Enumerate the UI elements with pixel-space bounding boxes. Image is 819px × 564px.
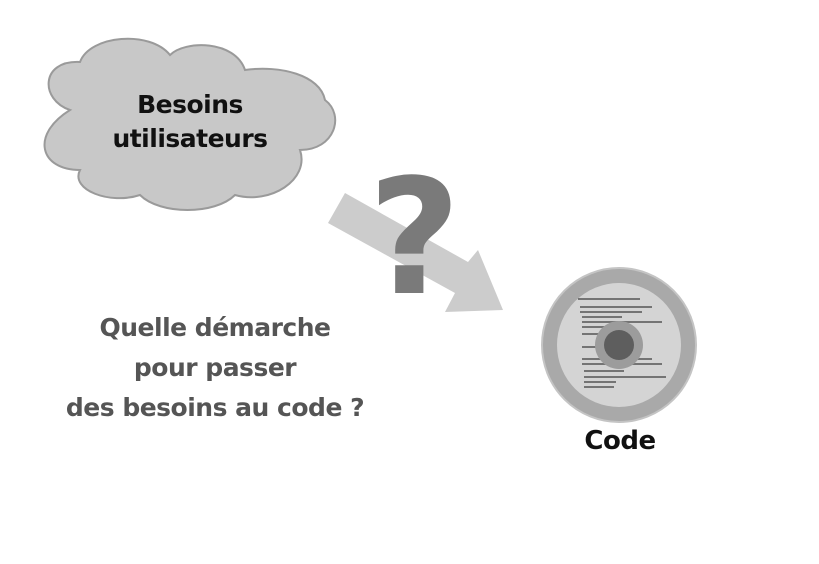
question-mark-icon: ?	[368, 144, 461, 331]
code-label: Code	[584, 426, 656, 456]
cloud-label-line2: utilisateurs	[112, 124, 268, 153]
arrow-icon	[328, 193, 503, 312]
question-line1: Quelle démarche	[99, 313, 331, 342]
question-line3: des besoins au code ?	[65, 393, 365, 422]
cloud-label-line1: Besoins	[137, 90, 243, 119]
question-line2: pour passer	[133, 353, 297, 382]
cloud-shape	[43, 37, 337, 211]
question-text: Quelle démarche pour passer des besoins …	[30, 308, 400, 428]
cloud-label: Besoins utilisateurs	[60, 88, 320, 156]
cd-disc-icon	[541, 267, 697, 423]
